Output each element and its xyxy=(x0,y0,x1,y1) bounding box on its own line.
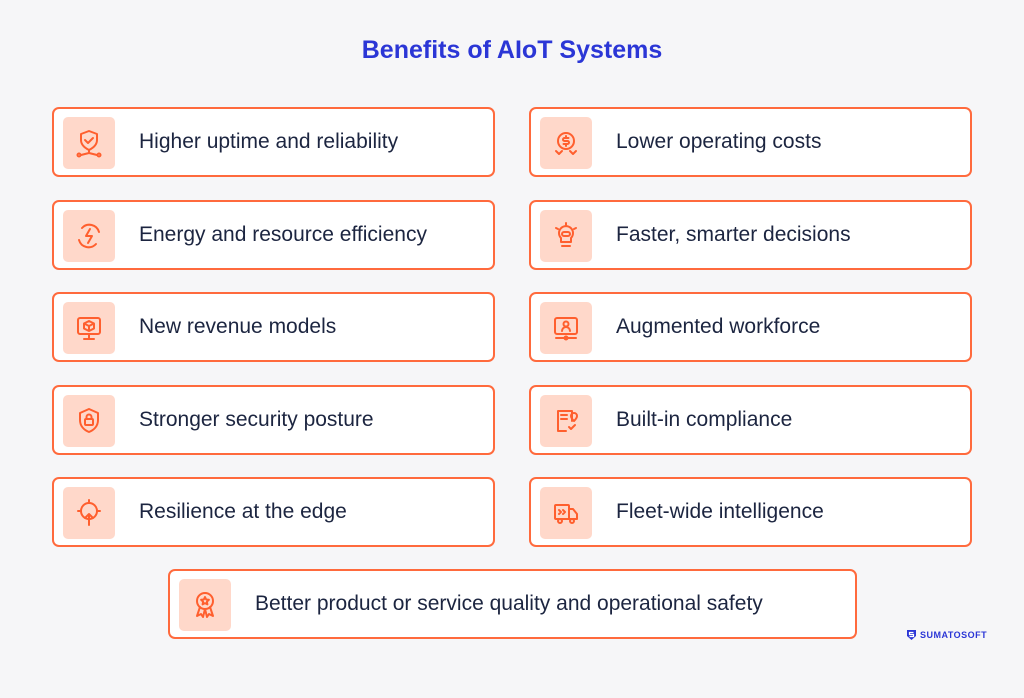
award-medal-icon xyxy=(179,579,231,631)
benefit-card: Energy and resource efficiency xyxy=(52,199,495,270)
benefit-label: Augmented workforce xyxy=(616,315,821,338)
benefit-card: Fleet-wide intelligence xyxy=(529,477,972,547)
target-upload-icon xyxy=(63,487,115,539)
benefit-card: Resilience at the edge xyxy=(52,477,495,547)
benefit-card: Higher uptime and reliability xyxy=(52,107,495,177)
benefit-card: Augmented workforce xyxy=(529,292,972,362)
benefit-card: Lower operating costs xyxy=(529,107,972,177)
page-title: Benefits of AIoT Systems xyxy=(361,36,663,64)
benefit-label: Better product or service quality and op… xyxy=(255,592,763,615)
truck-icon xyxy=(540,487,592,539)
monitor-cube-icon xyxy=(63,302,115,354)
benefit-card: New revenue models xyxy=(52,292,495,362)
dollar-cycle-icon xyxy=(540,117,592,169)
benefit-card: Stronger security posture xyxy=(52,384,495,455)
monitor-user-icon xyxy=(540,302,592,354)
document-check-icon xyxy=(540,394,592,447)
shield-check-icon xyxy=(63,117,115,169)
benefit-label: Stronger security posture xyxy=(139,407,374,431)
benefit-card: Built-in compliance xyxy=(529,384,972,455)
benefit-label: Energy and resource efficiency xyxy=(139,222,427,246)
sumatosoft-logo: SUMATOSOFT xyxy=(906,629,987,641)
benefit-label: Higher uptime and reliability xyxy=(139,130,399,153)
benefit-label: Fleet-wide intelligence xyxy=(616,500,824,523)
benefit-card: Faster, smarter decisions xyxy=(529,199,972,270)
shield-lock-icon xyxy=(63,394,115,447)
benefit-label: Built-in compliance xyxy=(616,407,793,431)
benefit-label: Resilience at the edge xyxy=(139,500,347,523)
benefit-label: Lower operating costs xyxy=(616,130,822,153)
logo-shield-icon xyxy=(907,630,916,640)
lightbulb-icon xyxy=(540,209,592,262)
logo-text: SUMATOSOFT xyxy=(920,630,988,640)
energy-cycle-icon xyxy=(63,209,115,262)
benefit-label: Faster, smarter decisions xyxy=(616,222,851,246)
benefit-label: New revenue models xyxy=(139,315,337,338)
benefit-card: Better product or service quality and op… xyxy=(168,569,857,639)
